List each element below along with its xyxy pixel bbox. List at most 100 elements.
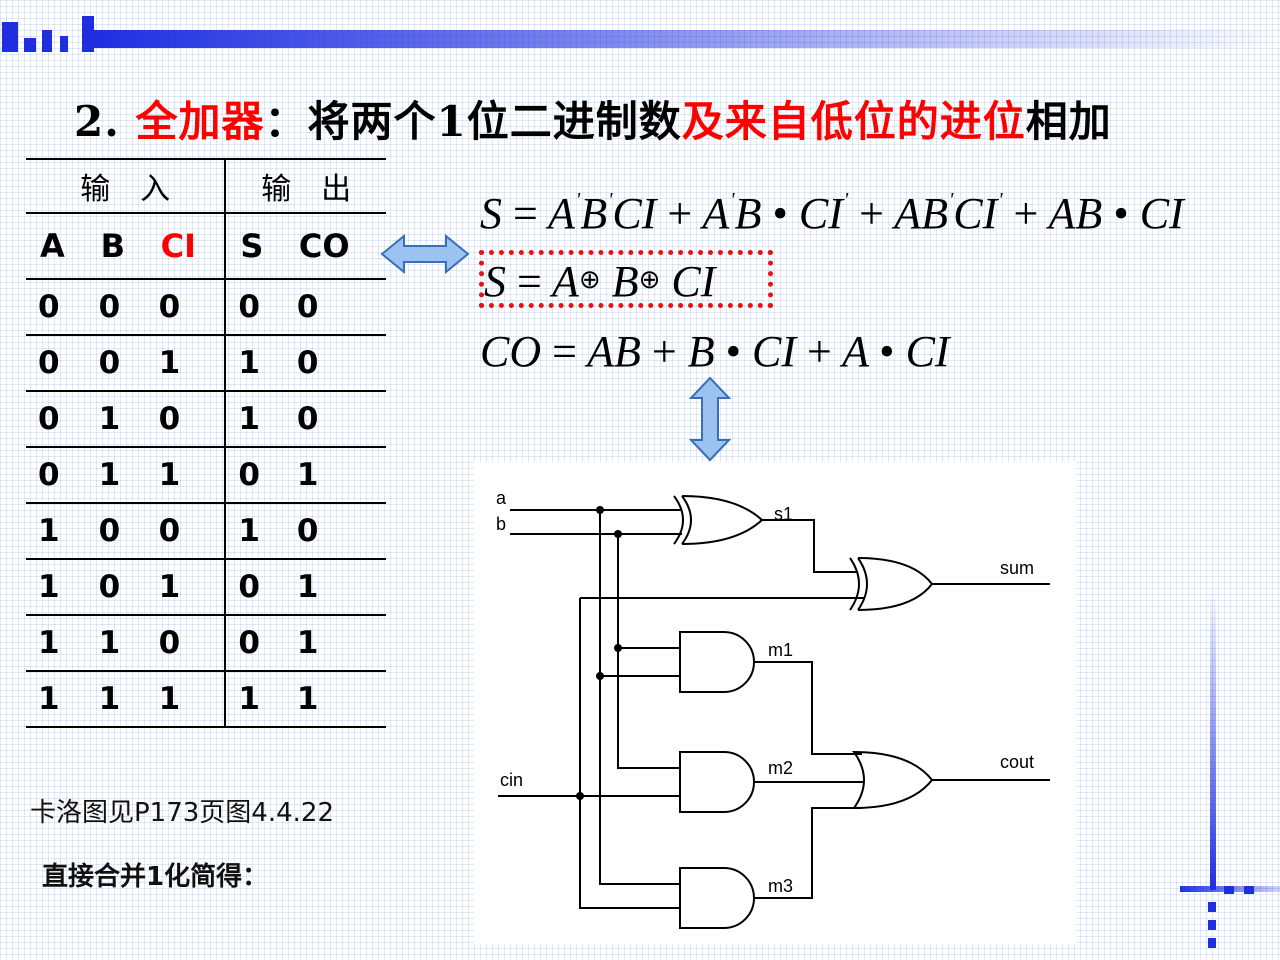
junction-b (614, 530, 622, 538)
table-cell: 0 (26, 279, 87, 336)
table-row: 0 1 0 1 0 (26, 391, 386, 448)
label-m3: m3 (768, 876, 793, 896)
full-adder-circuit-diagram: a b cin s1 m1 m2 m3 sum cout (474, 462, 1076, 944)
table-group-row: 输 入 输 出 (26, 158, 386, 214)
or-gate (852, 750, 934, 810)
table-row: 1 0 1 0 1 (26, 559, 386, 616)
wire-m1 (754, 661, 862, 755)
label-cout: cout (1000, 752, 1034, 772)
corner-decoration-bottom (1180, 590, 1280, 948)
table-cell: 1 (224, 335, 285, 392)
label-m2: m2 (768, 758, 793, 778)
group-input-label: 输 入 (26, 158, 226, 214)
header-s: S (224, 213, 285, 280)
group-output-label: 输 出 (224, 158, 386, 214)
table-cell: 0 (86, 279, 147, 336)
table-cell: 1 (284, 615, 386, 672)
table-cell: 1 (284, 447, 386, 504)
xor1-body (681, 495, 764, 545)
table-cell: 0 (284, 503, 386, 560)
table-cell: 1 (224, 503, 285, 560)
table-cell: 1 (146, 671, 226, 728)
simplify-note: 直接合并1化简得： (42, 862, 269, 892)
label-b: b (496, 514, 506, 534)
and-gate-3 (679, 867, 755, 929)
table-cell: 0 (146, 391, 226, 448)
table-cell: 0 (26, 391, 87, 448)
table-cell: 0 (284, 391, 386, 448)
table-row: 1 0 0 1 0 (26, 503, 386, 560)
table-cell: 0 (146, 503, 226, 560)
xor2-input-arc (857, 557, 868, 611)
table-cell: 1 (224, 671, 285, 728)
table-cell: 1 (86, 447, 147, 504)
equation-sum-of-products: S = A'B'CI + A'B • CI' + AB'CI' + AB • C… (480, 189, 1184, 238)
table-cell: 0 (146, 279, 226, 336)
table-cell: 0 (86, 503, 147, 560)
table-header-row: A B CI S CO (26, 213, 386, 280)
junction-b-and1 (614, 644, 622, 652)
kmap-reference-note: 卡洛图见P173页图4.4.22 (30, 798, 335, 828)
table-cell: 1 (86, 615, 147, 672)
slide-title: 2. 全加器：将两个1位二进制数及来自低位的进位相加 (74, 88, 1112, 149)
table-cell: 1 (26, 615, 87, 672)
table-cell: 0 (284, 279, 386, 336)
table-cell: 0 (224, 559, 285, 616)
wire-b-bus (617, 534, 680, 769)
table-cell: 0 (86, 559, 147, 616)
table-cell: 1 (26, 671, 87, 728)
label-a: a (496, 488, 507, 508)
table-row: 1 1 0 0 1 (26, 615, 386, 672)
title-term: 全加器 (135, 97, 265, 146)
double-arrow-vertical-icon (688, 376, 732, 462)
table-cell: 0 (26, 335, 87, 392)
xor2-body (857, 557, 934, 611)
equation-xor-form: S = A⊕ B⊕ CI (484, 257, 716, 306)
title-text-after: 相加 (1025, 97, 1112, 146)
table-cell: 0 (224, 615, 285, 672)
table-cell: 0 (26, 447, 87, 504)
table-row: 1 1 1 1 1 (26, 671, 386, 728)
header-b: B (86, 213, 147, 280)
double-arrow-horizontal-icon (380, 234, 470, 274)
equation-carry: CO = AB + B • CI + A • CI (480, 327, 950, 376)
table-row: 0 0 0 0 0 (26, 279, 386, 336)
wire-cin-bus (579, 598, 680, 909)
label-m1: m1 (768, 640, 793, 660)
table-cell: 1 (146, 559, 226, 616)
table-row: 0 1 1 0 1 (26, 447, 386, 504)
table-cell: 1 (284, 671, 386, 728)
table-cell: 1 (146, 335, 226, 392)
title-number: 2. (74, 97, 120, 146)
header-a: A (26, 213, 87, 280)
junction-cin (576, 792, 584, 800)
table-cell: 1 (86, 671, 147, 728)
label-cin: cin (500, 770, 523, 790)
equation-highlight-box (479, 250, 773, 308)
and-gate-2 (679, 751, 755, 813)
table-cell: 1 (86, 391, 147, 448)
wire-m3 (754, 807, 862, 899)
table-row: 0 0 1 1 0 (26, 335, 386, 392)
wire-a-bus (599, 510, 680, 885)
wire-s1 (762, 519, 858, 573)
junction-a-and1 (596, 672, 604, 680)
table-cell: 1 (146, 447, 226, 504)
table-cell: 1 (224, 391, 285, 448)
table-cell: 0 (224, 279, 285, 336)
label-s1: s1 (774, 504, 793, 524)
table-cell: 1 (284, 559, 386, 616)
junction-a (596, 506, 604, 514)
and-gate-1 (679, 631, 755, 693)
header-co: CO (284, 213, 386, 280)
header-ci: CI (146, 213, 226, 280)
table-cell: 0 (86, 335, 147, 392)
xor2-back-arc (849, 557, 860, 611)
xor1-input-arc (681, 495, 692, 545)
table-cell: 0 (224, 447, 285, 504)
corner-decoration-top (2, 16, 1280, 52)
title-text-before: ：将两个1位二进制数 (264, 97, 682, 146)
table-cell: 0 (146, 615, 226, 672)
title-highlight: 及来自低位的进位 (681, 97, 1026, 146)
label-sum: sum (1000, 558, 1034, 578)
